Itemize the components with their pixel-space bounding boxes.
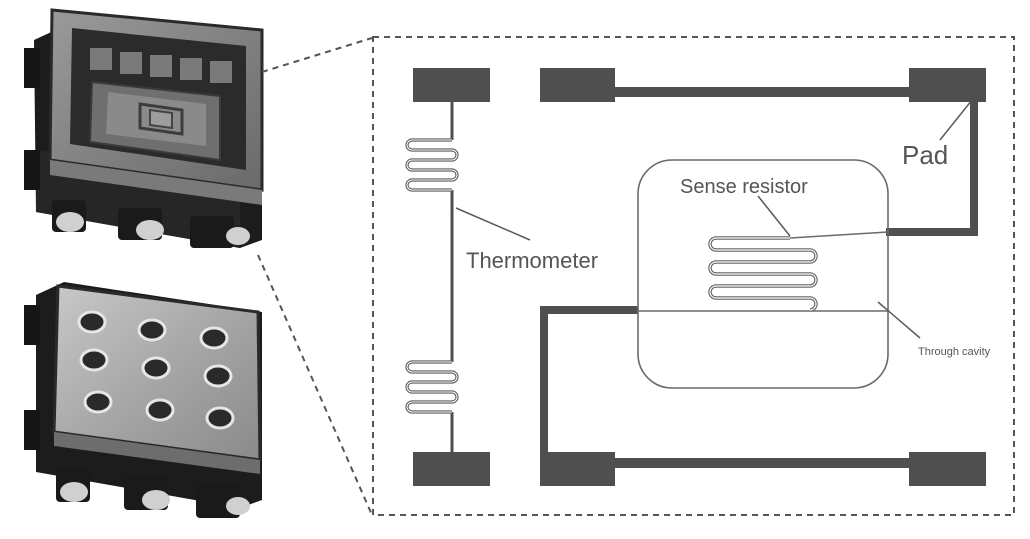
- pad-bottom-right: [909, 452, 986, 486]
- thermometer-meander-bottom: [405, 360, 459, 414]
- through-cavity-label: Through cavity: [918, 346, 991, 358]
- zoom-frame: [372, 36, 1015, 516]
- pad-top-right: [909, 68, 986, 102]
- pad-leader-line: [939, 99, 973, 141]
- open-package-chip: [24, 8, 264, 248]
- thermometer-label: Thermometer: [466, 248, 598, 273]
- through-cavity-leader-line: [877, 301, 921, 339]
- sense-resistor-leader-line: [757, 195, 791, 237]
- thermometer-leader-line: [455, 207, 531, 241]
- thermometer-meander-top: [405, 138, 459, 192]
- pad-top-left: [413, 68, 490, 102]
- pad-bottom-middle: [540, 452, 615, 486]
- pad-bottom-left: [413, 452, 490, 486]
- pad-top-middle: [540, 68, 615, 102]
- through-cavity: [637, 159, 889, 389]
- pad-label: Pad: [902, 140, 948, 170]
- schematic: Pad Sense resistor Thermometer Through c…: [405, 68, 991, 486]
- zoom-callout-lines: [257, 37, 373, 516]
- lidded-package: [24, 282, 262, 518]
- sense-resistor-label: Sense resistor: [680, 176, 808, 198]
